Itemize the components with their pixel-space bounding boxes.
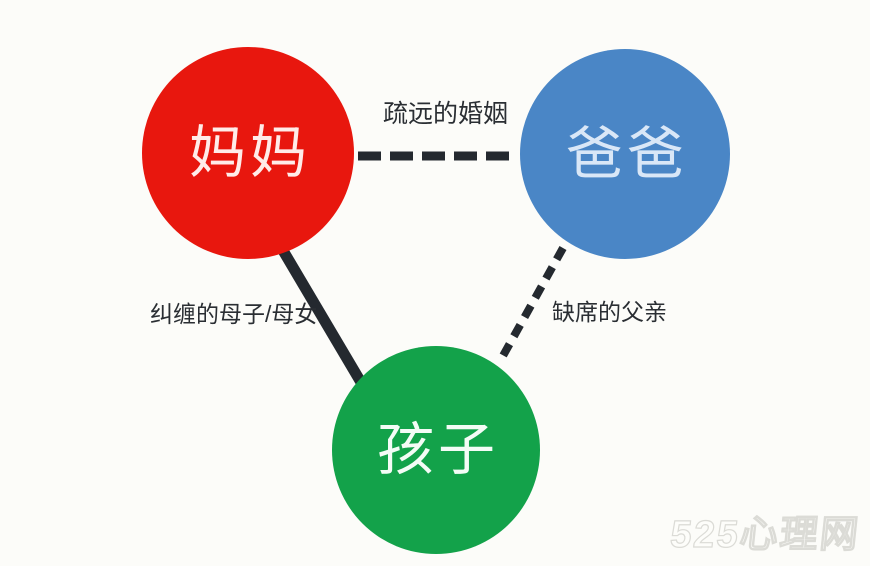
node-dad-label: 爸爸 — [566, 121, 688, 186]
node-dad: 爸爸 — [520, 49, 730, 259]
edge-mom-child-label: 纠缠的母子/母女 — [150, 301, 318, 327]
edge-mom-child-solid-line — [273, 239, 367, 387]
node-child-label: 孩子 — [377, 417, 499, 482]
node-mom-label: 妈妈 — [189, 120, 311, 185]
edge-dad-child-label: 缺席的父亲 — [552, 299, 667, 325]
node-child: 孩子 — [332, 346, 540, 554]
edge-mom-dad-label: 疏远的婚姻 — [383, 100, 509, 128]
watermark: 525心理网 — [667, 513, 862, 556]
node-mom: 妈妈 — [142, 47, 354, 259]
